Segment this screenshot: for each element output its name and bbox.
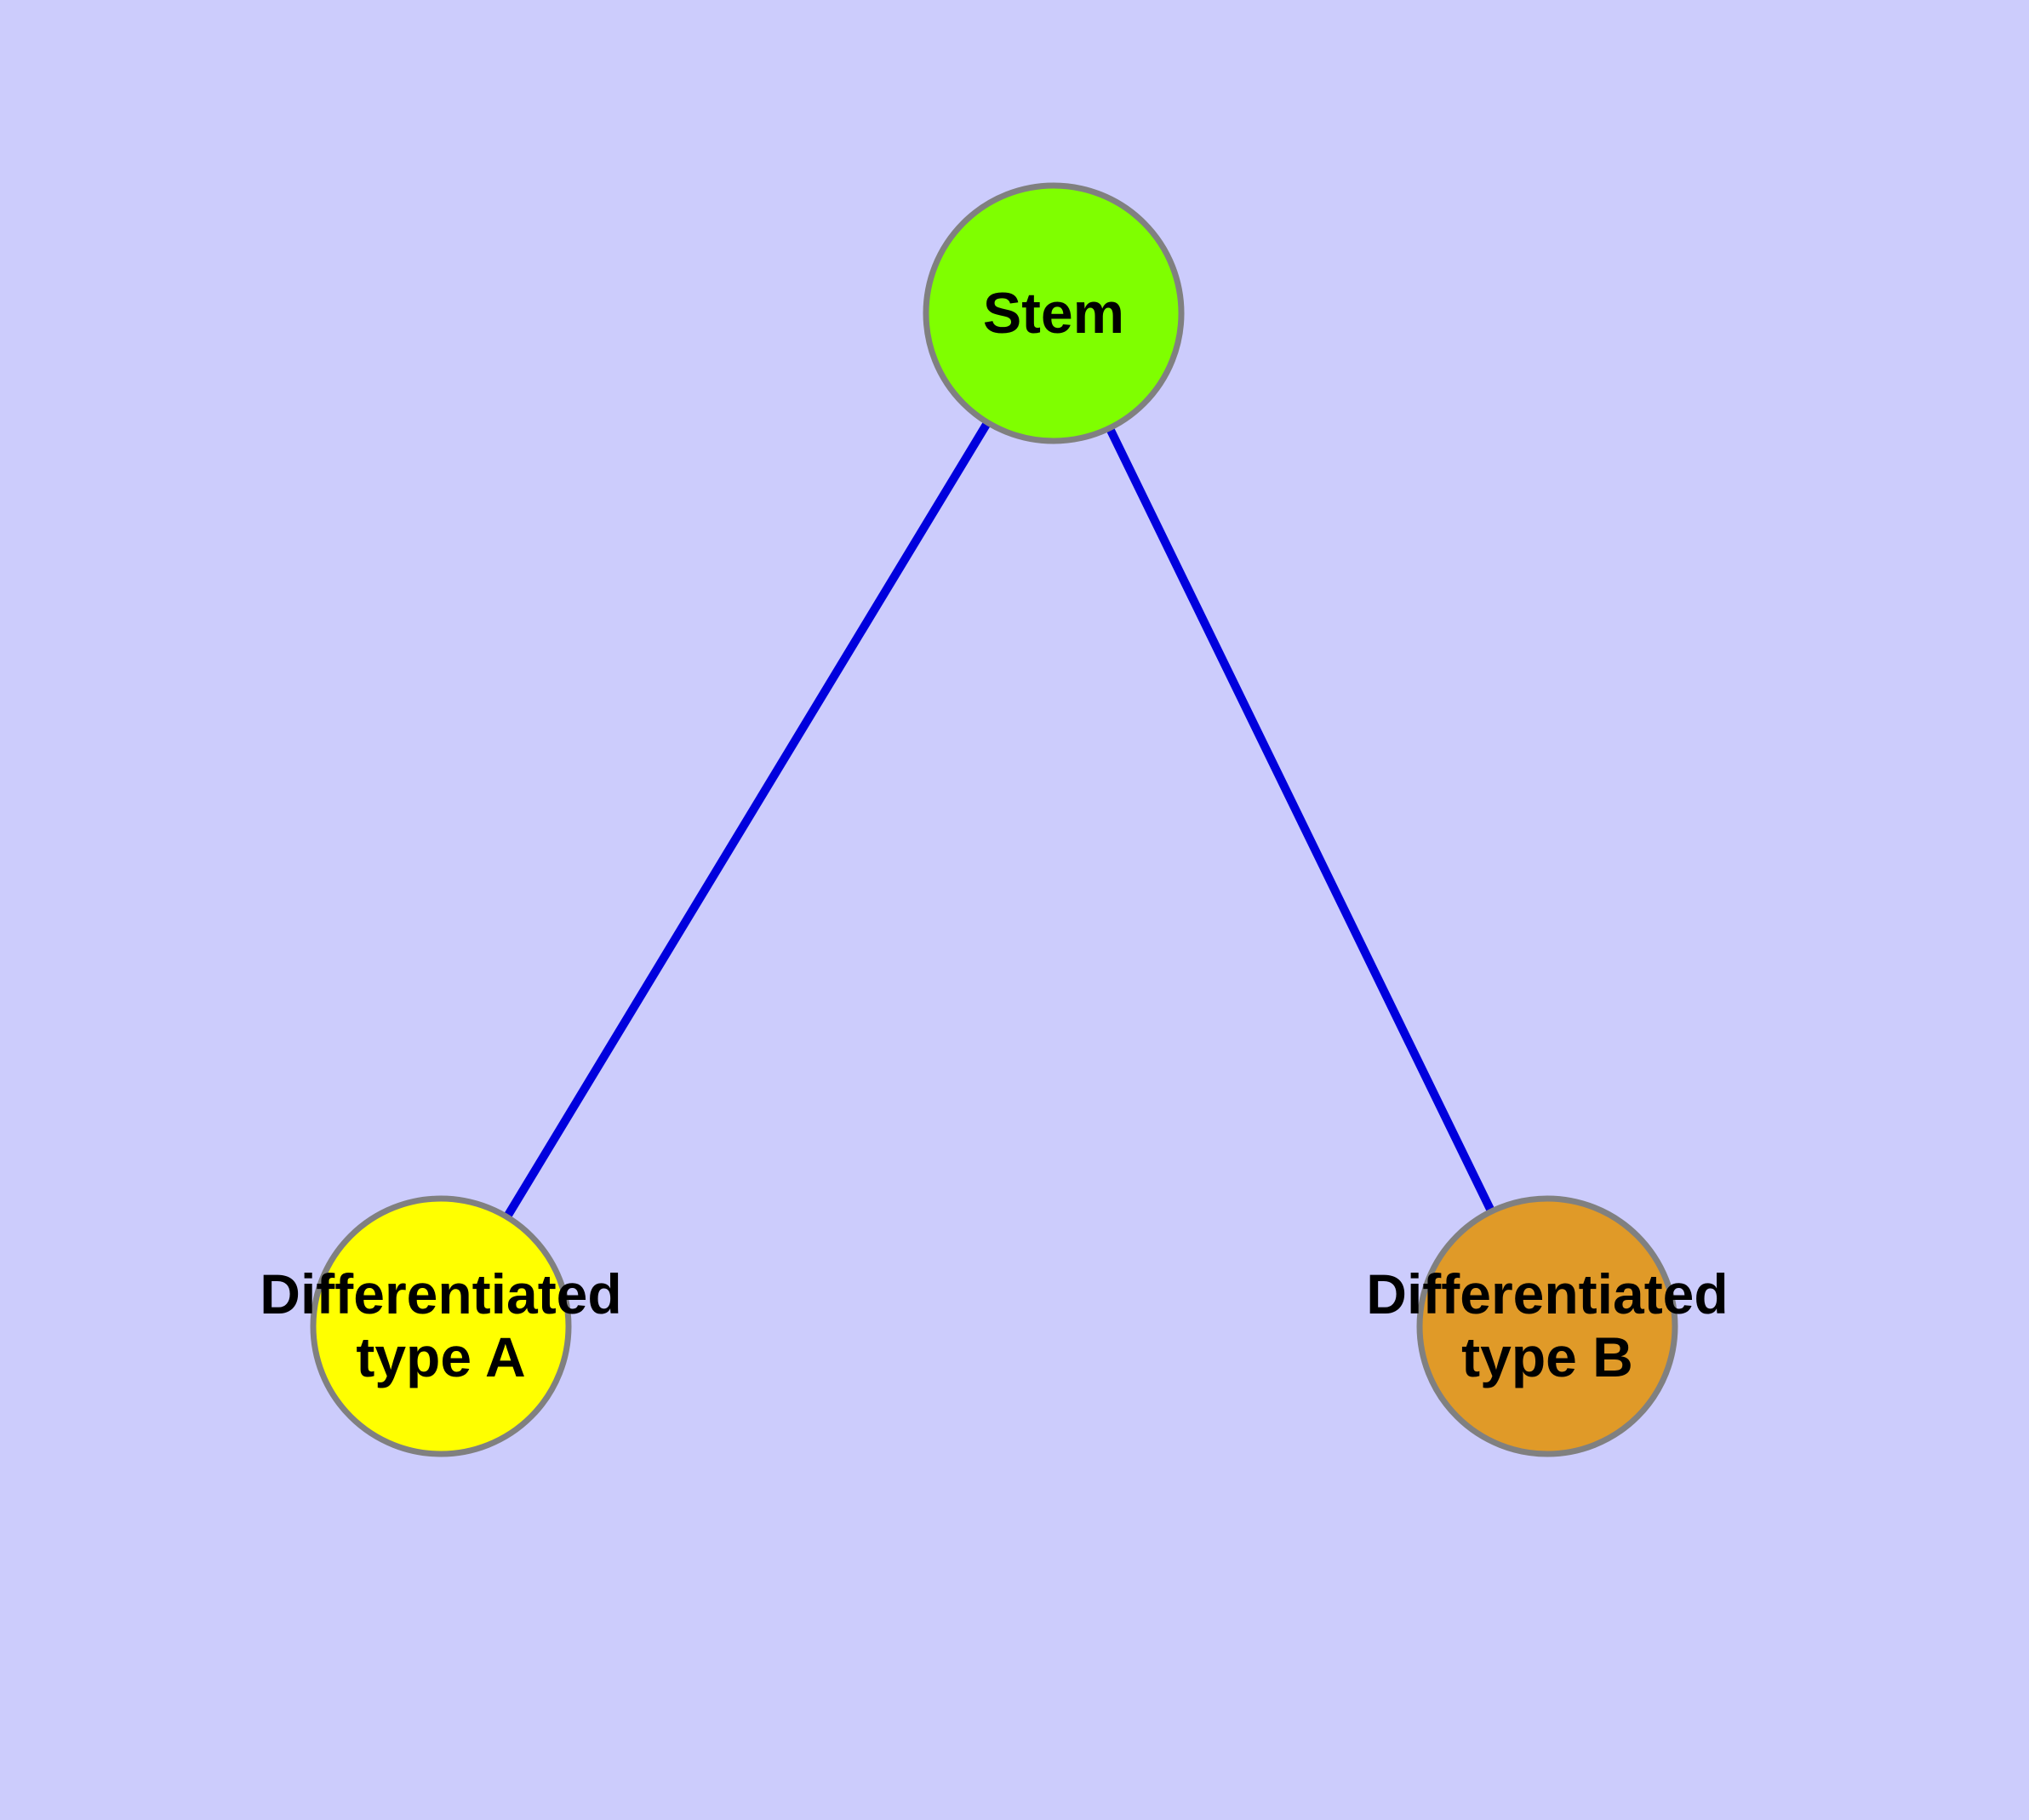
node-differentiated-type-b[interactable] — [1416, 1195, 1678, 1457]
edge-stem-to-differentiated-a[interactable] — [437, 311, 1058, 1329]
edge-layer — [437, 311, 1552, 1329]
node-differentiated-type-a[interactable] — [310, 1195, 572, 1457]
edge-stem-to-differentiated-b[interactable] — [1049, 311, 1552, 1329]
node-stem[interactable] — [923, 182, 1185, 444]
node-layer — [310, 182, 1678, 1457]
